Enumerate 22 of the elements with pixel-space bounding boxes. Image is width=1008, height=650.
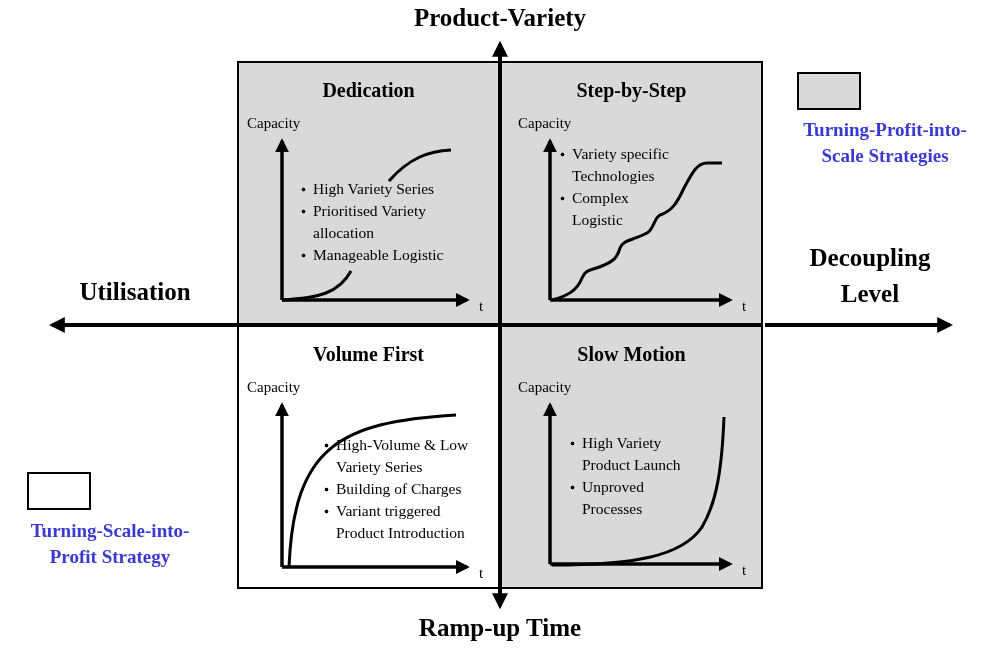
axis-title: Product-Variety xyxy=(412,4,588,32)
axis-title: Decoupling Level xyxy=(808,243,932,309)
axis-label: Capacity xyxy=(518,115,572,132)
legend-text: Turning-Scale-into-Profit Strategy xyxy=(29,519,191,569)
axis-title: Ramp-up Time xyxy=(417,614,583,642)
quadrant-title: Step-by-Step xyxy=(575,79,688,102)
axis-label: t xyxy=(479,565,484,582)
axis-label: t xyxy=(742,298,747,315)
quadrant-box xyxy=(499,61,763,326)
quadrant-box xyxy=(499,324,763,589)
quadrant-title: Slow Motion xyxy=(576,343,687,366)
axis-title: Utilisation xyxy=(78,278,192,306)
axis-label: Capacity xyxy=(247,379,301,396)
axis-label: t xyxy=(742,562,747,579)
legend-text: Turning-Profit-into-Scale Strategies xyxy=(802,118,968,168)
quadrant-title: Volume First xyxy=(312,343,425,366)
axis-label: Capacity xyxy=(247,115,301,132)
quadrant-box xyxy=(237,324,501,589)
quadrant-box xyxy=(237,61,501,326)
axis-label: Capacity xyxy=(518,379,572,396)
axis-label: t xyxy=(479,298,484,315)
quadrant-title: Dedication xyxy=(321,79,416,102)
